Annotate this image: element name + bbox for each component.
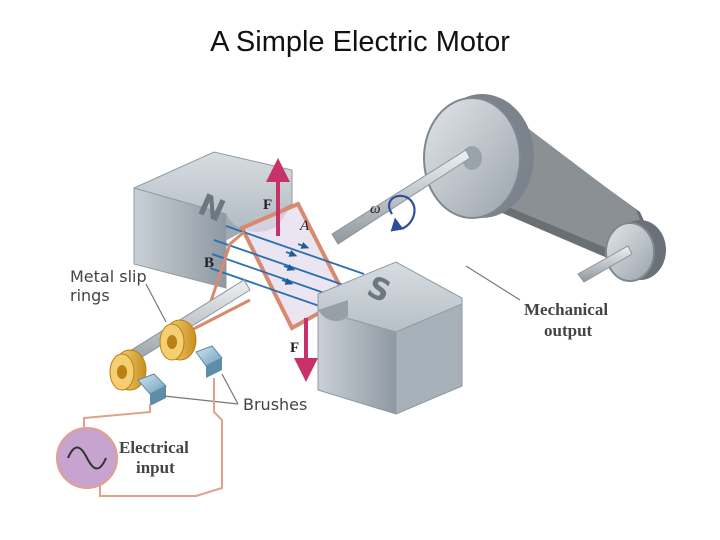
angular-velocity-symbol: ω <box>370 201 381 217</box>
leader-lines <box>145 265 521 405</box>
mechanical-output-label-line1: Mechanical <box>524 300 608 319</box>
sine-wave-icon <box>67 446 107 470</box>
slip-rings-label-line1: Metal slip <box>70 267 147 286</box>
brush-front <box>137 373 167 406</box>
rotation-arrow-icon <box>388 194 416 232</box>
page-title: A Simple Electric Motor <box>210 26 510 58</box>
main-shaft <box>331 149 471 245</box>
force-symbol-bottom: F <box>290 340 299 356</box>
field-symbol: B <box>204 255 214 271</box>
brush-back <box>195 345 223 378</box>
magnetic-field-lines <box>209 225 365 319</box>
ac-source <box>56 427 118 489</box>
north-magnet <box>133 151 293 289</box>
slip-rings-label-line2: rings <box>70 286 110 305</box>
large-pulley <box>423 94 534 219</box>
force-symbol-top: F <box>263 197 272 213</box>
circuit-wires <box>83 378 223 497</box>
area-symbol: A <box>299 218 310 234</box>
electrical-input-label-line1: Electrical <box>119 438 189 457</box>
small-pulley <box>577 220 666 283</box>
electrical-input-label-line2: input <box>136 458 175 477</box>
south-magnet <box>317 261 463 415</box>
slip-ring-front <box>109 349 147 391</box>
brushes-label: Brushes <box>243 395 307 414</box>
slip-ring-back <box>159 319 197 361</box>
mechanical-output-label-line2: output <box>544 321 593 340</box>
